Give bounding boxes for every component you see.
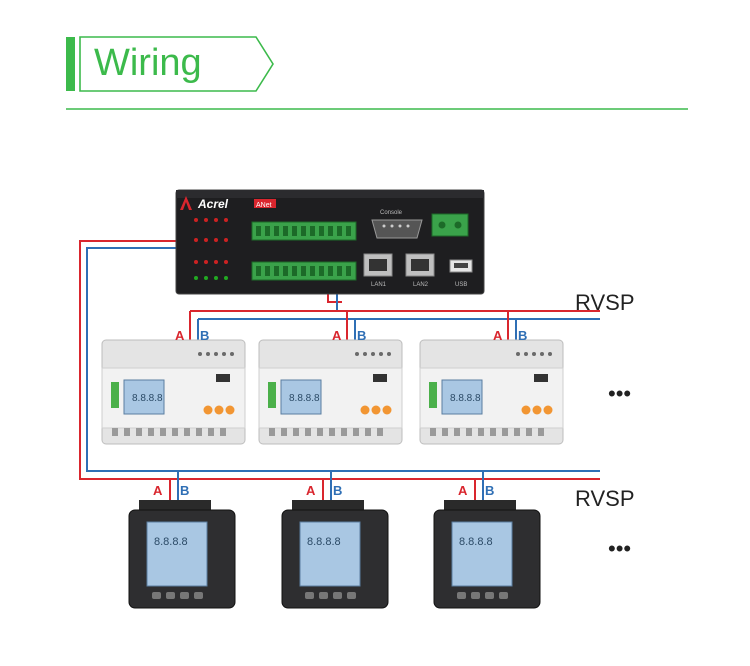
terminal-block-upper (251, 221, 357, 241)
section-header: Wiring (0, 0, 750, 115)
panel-meter-2-label-b: B (333, 483, 342, 498)
panel-meter-2: 8.8.8.8 (281, 500, 389, 609)
din-meter-1-label-b: B (200, 328, 209, 343)
model-badge-bg (254, 199, 276, 208)
panel-meter-1-label-a: A (153, 483, 163, 498)
bus-lower-label: RVSP (575, 486, 635, 511)
lan1-label: LAN1 (371, 282, 387, 288)
din-meter-1-lcd (123, 379, 165, 415)
gateway-brand: Acrel (197, 197, 229, 211)
din-meter-1-label-a: A (175, 328, 185, 343)
din-meter-2-display: 8.8.8.8 (289, 393, 320, 404)
panel-meter-1-display: 8.8.8.8 (154, 536, 188, 548)
bus-lower-more: ••• (608, 536, 631, 561)
gateway-device: Acrel ANet Console (175, 189, 485, 295)
din-meter-1-display: 8.8.8.8 (132, 393, 163, 404)
panel-meter-3-label-a: A (458, 483, 468, 498)
panel-meter-2-label-a: A (306, 483, 316, 498)
usb-label: USB (455, 282, 467, 288)
lan2-port (405, 253, 435, 277)
din-meter-3-label-a: A (493, 328, 503, 343)
panel-meter-3-label-b: B (485, 483, 494, 498)
panel-meter-2-lcd (299, 521, 361, 587)
lan1-port (363, 253, 393, 277)
terminal-labels-upper: A B A B A B (175, 328, 527, 343)
console-label: Console (380, 210, 403, 216)
terminal-block-lower (251, 261, 357, 281)
power-terminal (431, 213, 469, 237)
section-title: Wiring (94, 42, 202, 84)
panel-meter-3-lcd (451, 521, 513, 587)
panel-meter-3: 8.8.8.8 (433, 500, 541, 609)
din-meter-3-display: 8.8.8.8 (450, 393, 481, 404)
model-badge: ANet (256, 202, 272, 209)
din-meter-3-lcd (441, 379, 483, 415)
bus-lower (169, 470, 600, 500)
din-meter-2-label-a: A (332, 328, 342, 343)
status-leds (194, 218, 228, 280)
din-meter-2-label-b: B (357, 328, 366, 343)
console-port (371, 219, 423, 239)
usb-port (449, 259, 473, 273)
panel-meter-3-display: 8.8.8.8 (459, 536, 493, 548)
din-meter-2-lcd (280, 379, 322, 415)
panel-meter-1-label-b: B (180, 483, 189, 498)
din-meter-3-label-b: B (518, 328, 527, 343)
din-meter-1: 8.8.8.8 (101, 339, 246, 445)
din-meter-2: 8.8.8.8 (258, 339, 403, 445)
header-arrow-frame (79, 36, 274, 92)
lan2-label: LAN2 (413, 282, 429, 288)
panel-meter-2-display: 8.8.8.8 (307, 536, 341, 548)
terminal-labels-lower: A B A B A B (153, 483, 494, 498)
acrel-logo (180, 196, 192, 210)
header-graphic (66, 36, 688, 110)
panel-meter-1: 8.8.8.8 (128, 500, 236, 609)
header-accent-bar (66, 37, 75, 91)
bus-upper (189, 310, 600, 340)
bus-upper-more: ••• (608, 381, 631, 406)
panel-meter-1-lcd (146, 521, 208, 587)
din-meter-3: 8.8.8.8 (419, 339, 564, 445)
bus-upper-label: RVSP (575, 290, 635, 315)
